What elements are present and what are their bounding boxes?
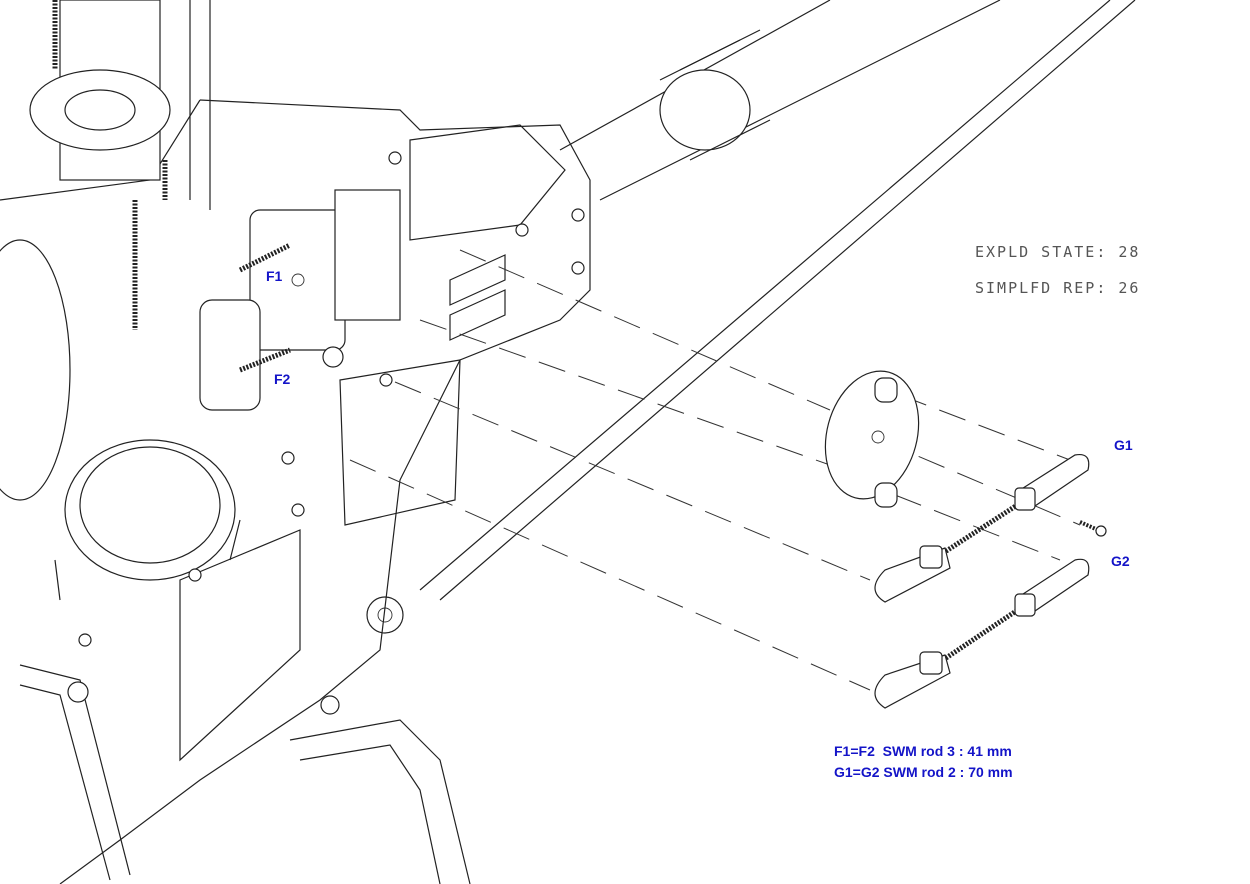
note-g-rods: G1=G2 SWM rod 2 : 70 mm [834,764,1013,780]
tail-boom [366,0,1136,634]
explosion-lines [349,249,1081,691]
label-f1: F1 [266,268,283,284]
screw [1079,520,1107,537]
label-g1: G1 [1114,437,1133,453]
exploded-state-text: EXPLD STATE: 28 [975,243,1141,261]
rod-g1 [874,453,1090,603]
side-frame [0,99,591,884]
servo-assembly [199,189,401,411]
note-f-rods: F1=F2 SWM rod 3 : 41 mm [834,743,1012,759]
rotor-head [29,0,211,330]
label-f2: F2 [274,371,291,387]
rod-g2 [874,558,1090,709]
disc-part [824,370,920,508]
label-g2: G2 [1111,553,1130,569]
landing-strut [19,664,131,881]
main-gear [0,239,241,601]
frame-bolts [78,151,585,715]
simplified-rep-text: SIMPLFD REP: 26 [975,279,1141,297]
